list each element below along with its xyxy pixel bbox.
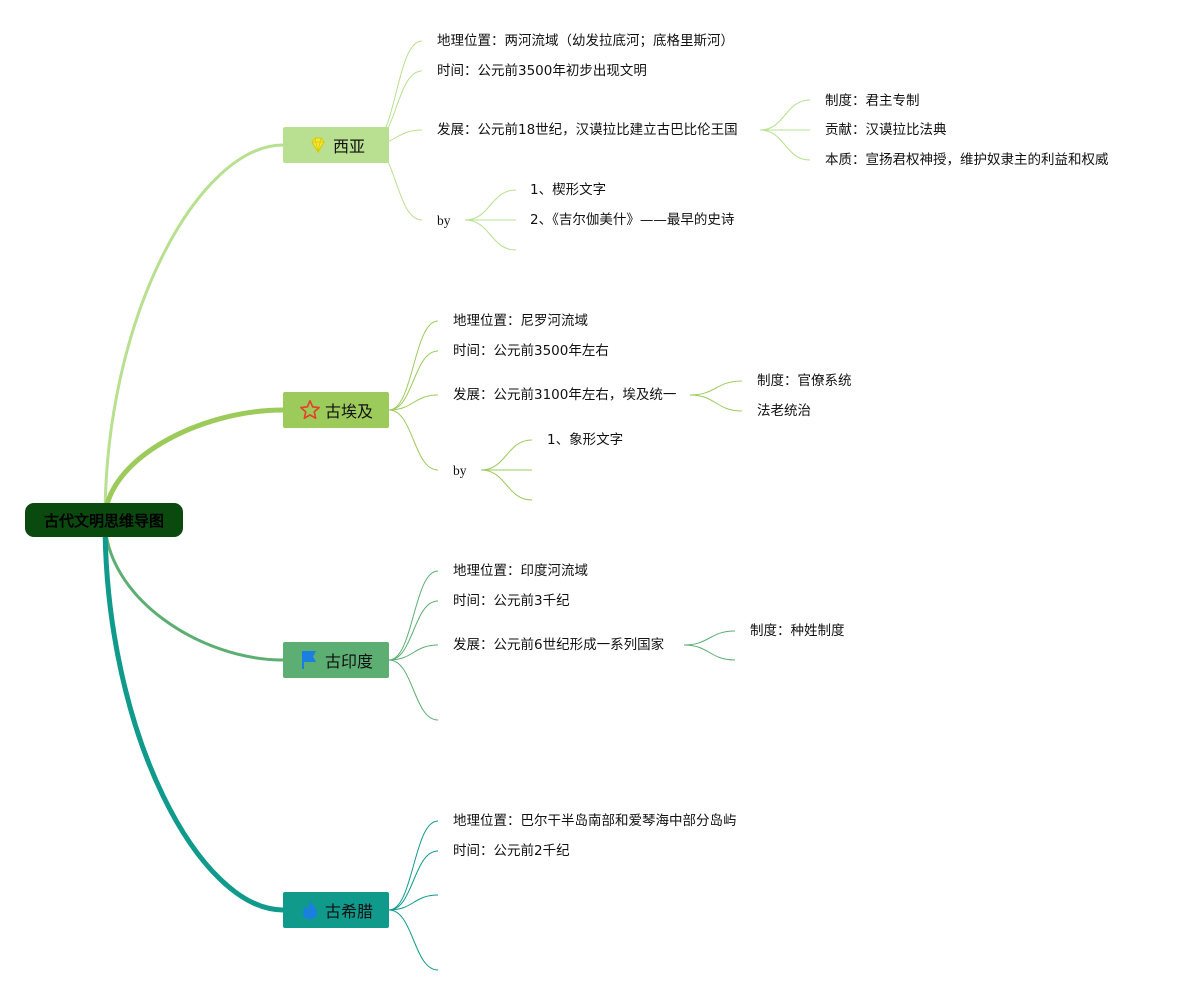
- sub-connector: [464, 219, 517, 251]
- flag-icon: [299, 649, 321, 671]
- branch-connector: [388, 350, 439, 411]
- leaf-location[interactable]: 地理位置：两河流域（幼发拉底河；底格里斯河）: [437, 33, 734, 49]
- branch-connector: [388, 909, 439, 971]
- leaf-pharaoh[interactable]: 法老统治: [757, 403, 811, 419]
- branch-label: 西亚: [332, 137, 365, 156]
- sub-connector: [759, 129, 811, 161]
- sub-connector: [689, 394, 743, 412]
- leaf-epic[interactable]: 2、《吉尔伽美什》——最早的史诗: [530, 212, 735, 228]
- leaf-location[interactable]: 地理位置：尼罗河流域: [453, 313, 588, 329]
- branch-egypt[interactable]: 古埃及: [283, 392, 389, 428]
- sub-connector: [759, 99, 811, 131]
- leaf-development[interactable]: 发展：公元前6世纪形成一系列国家: [453, 637, 665, 653]
- gem-icon: [307, 134, 329, 156]
- branch-connector: [388, 644, 439, 661]
- sub-connector: [689, 380, 743, 396]
- root-link-xiya: [103, 143, 285, 522]
- branch-connector: [388, 894, 439, 911]
- root-label: 古代文明思维导图: [43, 511, 164, 530]
- branch-label: 古希腊: [324, 902, 373, 921]
- sub-connector: [464, 189, 517, 221]
- leaf-development[interactable]: 发展：公元前18世纪，汉谟拉比建立古巴比伦王国: [437, 122, 738, 138]
- branch-greece[interactable]: 古希腊: [283, 892, 389, 928]
- leaf-location[interactable]: 地理位置：印度河流域: [453, 563, 588, 579]
- root-node[interactable]: 古代文明思维导图: [25, 503, 183, 537]
- branch-connector: [388, 394, 439, 411]
- branch-connector: [388, 659, 439, 721]
- branch-connector: [388, 409, 439, 471]
- flame-icon: [299, 899, 321, 921]
- leaf-by[interactable]: by: [437, 213, 451, 228]
- leaf-script[interactable]: 1、楔形文字: [530, 182, 607, 198]
- leaf-by[interactable]: by: [453, 463, 467, 478]
- leaf-development[interactable]: 发展：公元前3100年左右，埃及统一: [453, 387, 677, 403]
- sub-connector: [683, 644, 736, 661]
- leaf-system[interactable]: 制度：官僚系统: [757, 373, 852, 389]
- leaf-system[interactable]: 制度：种姓制度: [750, 623, 845, 639]
- root-link-egypt: [102, 407, 286, 523]
- branch-xiya[interactable]: 西亚: [283, 127, 389, 163]
- branch-connector: [388, 570, 439, 661]
- leaf-script[interactable]: 1、象形文字: [547, 432, 624, 448]
- leaf-essence[interactable]: 本质：宣扬君权神授，维护奴隶主的利益和权威: [825, 152, 1109, 168]
- leaf-location[interactable]: 地理位置：巴尔干半岛南部和爱琴海中部分岛屿: [453, 813, 737, 829]
- leaf-system[interactable]: 制度：君主专制: [825, 93, 920, 109]
- leaf-contribution[interactable]: 贡献：汉谟拉比法典: [825, 122, 947, 138]
- branch-label: 古埃及: [324, 402, 373, 421]
- leaf-time[interactable]: 时间：公元前3500年左右: [453, 343, 609, 359]
- sub-connector: [683, 630, 736, 646]
- leaf-time[interactable]: 时间：公元前2千纪: [453, 843, 570, 859]
- root-link-india: [103, 518, 285, 662]
- branch-india[interactable]: 古印度: [283, 642, 389, 678]
- star-icon: [299, 399, 321, 421]
- leaf-time[interactable]: 时间：公元前3500年初步出现文明: [437, 63, 647, 79]
- root-link-greece: [102, 517, 286, 913]
- sub-connector: [480, 469, 533, 501]
- sub-connector: [480, 439, 533, 471]
- branch-connector: [388, 320, 439, 411]
- branch-connector: [388, 850, 439, 911]
- leaf-time[interactable]: 时间：公元前3千纪: [453, 593, 570, 609]
- branch-label: 古印度: [324, 652, 373, 671]
- branch-connector: [388, 600, 439, 661]
- branch-connector: [388, 820, 439, 911]
